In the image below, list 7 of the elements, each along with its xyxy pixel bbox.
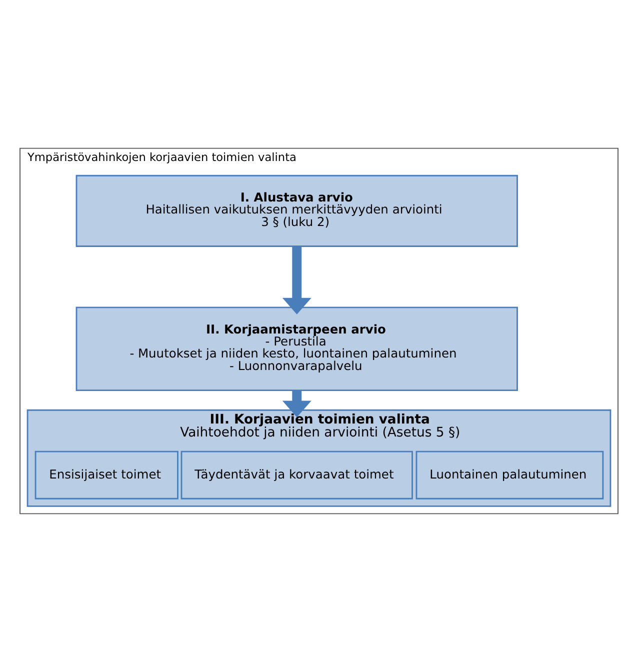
node-box: Luontainen palautuminen [416,450,604,499]
arrow [282,390,312,417]
arrow [282,246,312,314]
node-box: Ensisijaiset toimet [34,450,178,499]
node-box: II. Korjaamistarpeen arvio - Perustila - Muutokset ja niiden kesto, luontainen palautuminen - Luonnonvarapalvelu [76,306,518,391]
node-box: Täydentävät ja korvaavat toimet [180,450,413,499]
node-box: I. Alustava arvio Haitallisen vaikutuksen merkittävyyden arviointi 3 § (luku 2) [76,174,518,246]
